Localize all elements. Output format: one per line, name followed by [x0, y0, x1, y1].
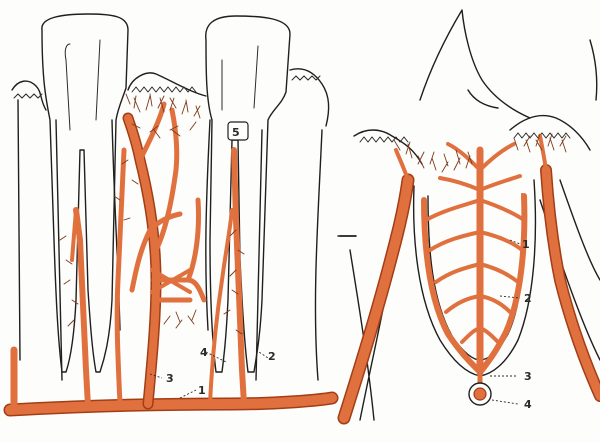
right-panel: 1 2 3 4 — [338, 10, 600, 420]
label-1: 1 — [198, 384, 206, 397]
gingiva-mesial-hatch — [360, 137, 408, 142]
tooth-b-canal — [222, 46, 258, 110]
gingiva-left-hatch — [14, 94, 42, 98]
label-4: 4 — [200, 346, 208, 359]
label-r4: 4 — [524, 398, 532, 411]
callout-1 — [180, 390, 196, 398]
label-r2: 2 — [524, 292, 532, 305]
label-3: 3 — [166, 372, 174, 385]
mesial-crest-vessel — [396, 150, 408, 180]
right-edge-curve — [590, 40, 597, 100]
label-r1: 1 — [522, 238, 530, 251]
crown-cusp-outline — [420, 10, 530, 118]
right-bone-vessel-edge — [546, 170, 600, 396]
left-bone-vessel — [344, 180, 408, 418]
tooth-a-canal — [65, 40, 100, 130]
interdental-crest-outline — [128, 73, 206, 96]
alveolar-bone-outline — [18, 100, 322, 380]
crown-inner-outline — [468, 90, 498, 108]
label-r3: 3 — [524, 370, 532, 383]
label-5: 5 — [232, 126, 240, 139]
gingiva-mesial-outline — [354, 130, 422, 164]
interdental-crest-hatch — [132, 87, 196, 92]
callout-r4 — [492, 400, 518, 404]
interdental-branches — [132, 104, 204, 300]
left-periodontal-vessel — [117, 150, 124, 404]
canal-vessel-section — [474, 388, 486, 400]
label-2: 2 — [268, 350, 276, 363]
gingiva-right-outline — [290, 69, 329, 126]
left-panel: 5 4 3 2 1 — [10, 14, 332, 410]
tooth-b-periodontal-vessel — [210, 210, 232, 404]
pulp-left-rail — [424, 200, 478, 370]
